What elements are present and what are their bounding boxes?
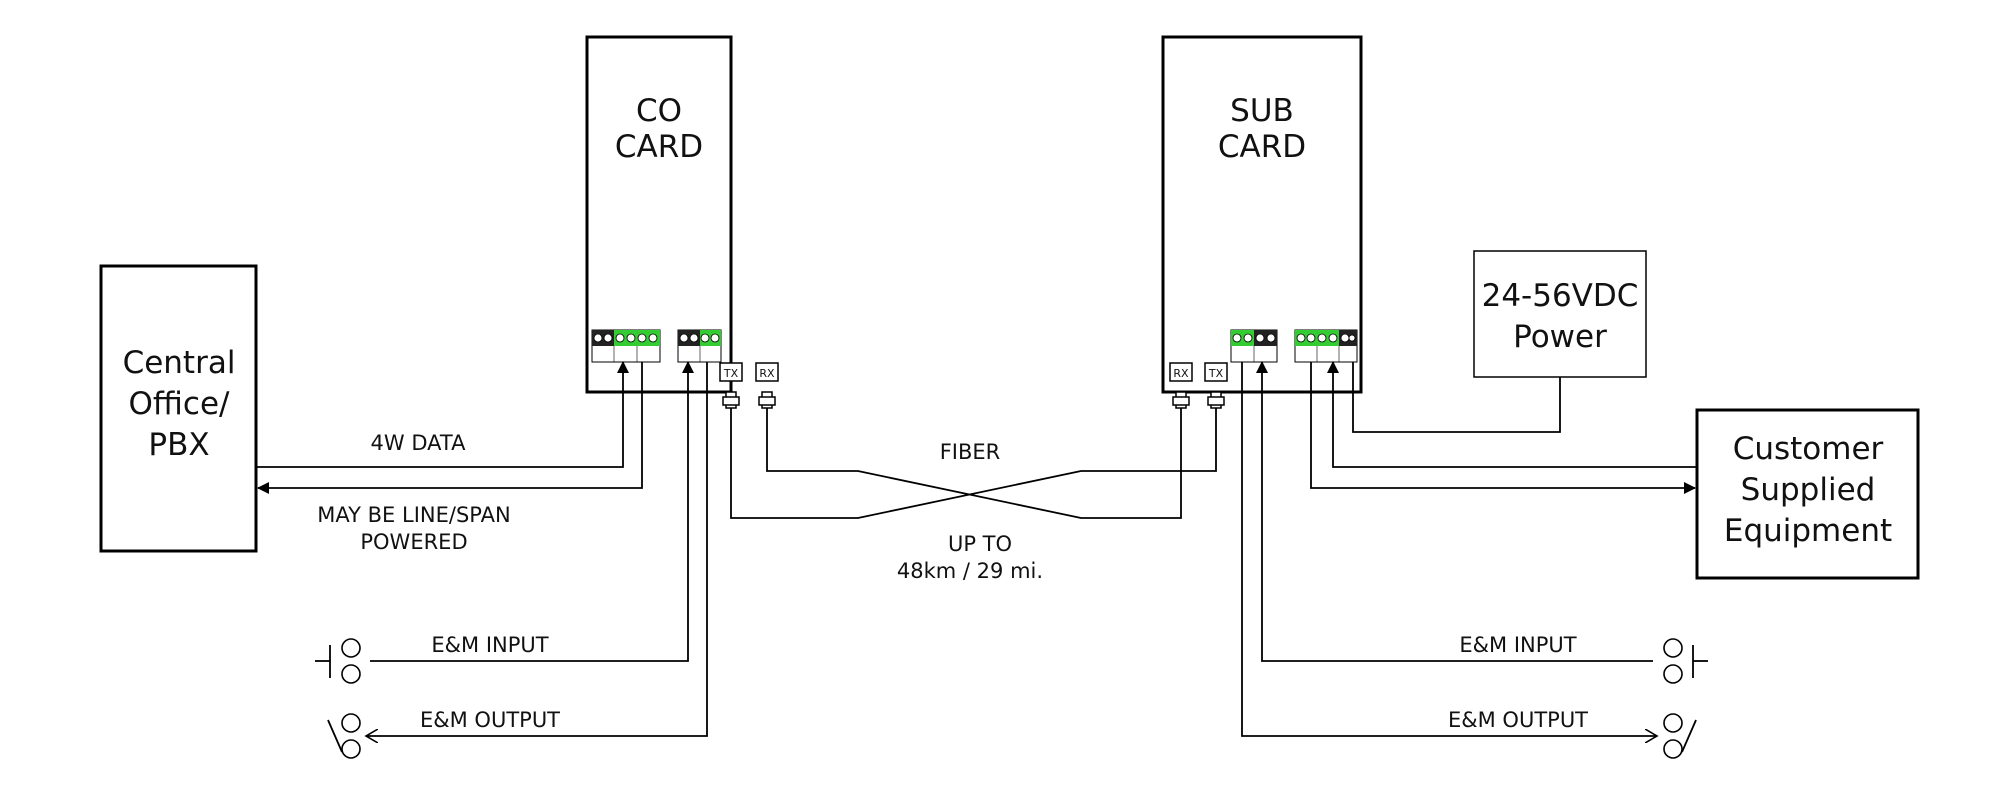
em-output-left-label: E&M OUTPUT (420, 708, 560, 732)
co-terminal-block-data (591, 329, 661, 363)
sub-tx-label: TX (1208, 367, 1224, 380)
co-rx-port: RX (755, 362, 779, 409)
power-wire (1352, 362, 1561, 433)
sub-card-label-line2: CARD (1218, 129, 1306, 165)
central-office-line3: PBX (148, 427, 209, 463)
data-4w-label: 4W DATA (371, 431, 467, 455)
central-office-line1: Central (123, 345, 236, 381)
data-wires-co (256, 361, 643, 494)
co-tx-label: TX (723, 367, 739, 380)
sub-terminal-block-em (1230, 329, 1278, 363)
co-card-label-line2: CARD (615, 129, 703, 165)
co-terminal-block-em (677, 329, 722, 363)
em-output-right-label: E&M OUTPUT (1448, 708, 1588, 732)
em-input-left-wire (370, 361, 694, 662)
co-rx-label: RX (759, 367, 775, 380)
up-to-label: UP TO (948, 532, 1012, 556)
em-output-right-wire (1241, 362, 1657, 736)
sub-terminal-block-data (1294, 329, 1358, 363)
powered-label: POWERED (360, 530, 467, 554)
em-output-right-symbol (1663, 713, 1697, 759)
em-input-left-symbol (315, 638, 361, 684)
customer-equipment-box: Customer Supplied Equipment (1695, 408, 1920, 580)
power-line1: 24-56VDC (1482, 278, 1639, 314)
central-office-box: Central Office/ PBX (99, 264, 258, 553)
fiber-cables (730, 408, 1217, 519)
central-office-line2: Office/ (129, 386, 230, 422)
sub-tx-port: TX (1204, 362, 1228, 409)
power-line2: Power (1513, 319, 1607, 355)
sub-card-label-line1: SUB (1230, 93, 1294, 129)
power-supply-box: 24-56VDC Power (1473, 250, 1647, 378)
sub-rx-label: RX (1173, 367, 1189, 380)
em-input-left-label: E&M INPUT (431, 633, 548, 657)
distance-label: 48km / 29 mi. (897, 559, 1043, 583)
em-output-left-wire (366, 362, 708, 736)
em-input-right-wire (1256, 361, 1653, 662)
customer-line3: Equipment (1724, 513, 1892, 549)
em-output-left-symbol (327, 713, 361, 759)
customer-line1: Customer (1733, 431, 1884, 467)
fiber-label: FIBER (940, 440, 1001, 464)
customer-data-wires (1310, 361, 1697, 494)
co-tx-port: TX (719, 362, 743, 409)
customer-line2: Supplied (1741, 472, 1876, 508)
em-input-right-symbol (1663, 638, 1708, 684)
sub-rx-port: RX (1169, 362, 1193, 409)
may-be-line-span-label: MAY BE LINE/SPAN (317, 503, 510, 527)
co-card-label-line1: CO (636, 93, 682, 129)
em-input-right-label: E&M INPUT (1459, 633, 1576, 657)
